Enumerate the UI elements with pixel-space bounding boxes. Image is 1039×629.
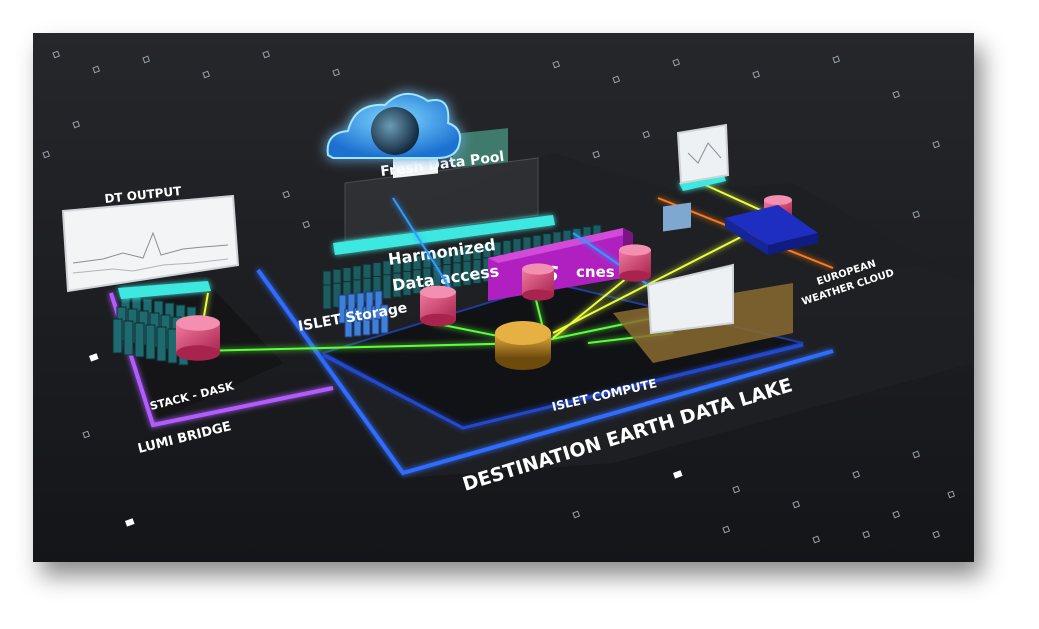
server-rack bbox=[167, 328, 178, 364]
map-thumbnail bbox=[453, 128, 508, 168]
grid-marker bbox=[332, 68, 341, 77]
grid-marker bbox=[82, 430, 91, 439]
pink-node bbox=[176, 315, 220, 361]
islet-storage-drives bbox=[338, 290, 389, 338]
server-rack bbox=[472, 259, 482, 284]
grid-marker bbox=[812, 535, 821, 544]
grid-marker bbox=[92, 65, 101, 74]
grid-marker bbox=[672, 470, 683, 479]
grid-marker bbox=[792, 500, 801, 509]
destination-earth-illustration: DT OUTPUT Fresh Data Pool eS cnes Harmon… bbox=[33, 33, 974, 562]
weather-cloud-node bbox=[676, 123, 818, 255]
pink-node bbox=[420, 285, 456, 327]
grid-marker bbox=[42, 150, 51, 159]
grid-marker bbox=[89, 353, 99, 362]
grid-marker bbox=[282, 190, 291, 199]
server-rack bbox=[123, 320, 134, 356]
server-rack bbox=[156, 326, 167, 362]
grid-marker bbox=[752, 70, 761, 79]
grid-marker bbox=[892, 90, 901, 99]
pink-node bbox=[619, 244, 651, 282]
grid-marker bbox=[124, 518, 135, 527]
server-rack bbox=[145, 324, 156, 360]
server-rack bbox=[462, 260, 472, 286]
grid-marker bbox=[932, 530, 941, 539]
grid-marker bbox=[672, 58, 681, 67]
dt-output-screen bbox=[61, 194, 240, 299]
grid-marker bbox=[912, 450, 921, 459]
grid-marker bbox=[52, 50, 61, 59]
grid-marker bbox=[862, 530, 871, 539]
earth-globe-icon bbox=[371, 107, 419, 155]
storage-drive bbox=[380, 304, 389, 334]
server-rack bbox=[112, 318, 123, 354]
compute-output-screen bbox=[613, 202, 793, 363]
cnes-logo: cnes bbox=[576, 263, 615, 281]
server-rack bbox=[322, 284, 332, 310]
grid-marker bbox=[722, 525, 731, 534]
grid-marker bbox=[642, 130, 651, 139]
grid-marker bbox=[892, 510, 901, 519]
grid-marker bbox=[142, 55, 151, 64]
grid-marker bbox=[852, 470, 861, 479]
grid-marker bbox=[947, 490, 956, 499]
esa-cnes-block bbox=[488, 228, 633, 301]
server-rack bbox=[392, 272, 402, 298]
grid-marker bbox=[912, 210, 921, 219]
grid-markers bbox=[42, 50, 956, 544]
grid-marker bbox=[612, 75, 621, 84]
server-rack bbox=[134, 322, 145, 358]
grid-marker bbox=[302, 220, 311, 229]
grid-marker bbox=[572, 510, 581, 519]
central-compute-hub bbox=[495, 321, 551, 370]
grid-marker bbox=[552, 60, 561, 69]
server-rack bbox=[452, 262, 462, 288]
server-rack bbox=[412, 269, 422, 295]
pink-node bbox=[522, 263, 554, 301]
grid-marker bbox=[72, 120, 81, 129]
grid-marker bbox=[202, 70, 211, 79]
fresh-data-pool-panel bbox=[333, 128, 555, 255]
grid-marker bbox=[592, 150, 601, 159]
server-rack bbox=[402, 270, 412, 296]
grid-marker bbox=[732, 485, 741, 494]
grid-marker bbox=[932, 140, 941, 149]
server-rack bbox=[382, 274, 392, 300]
grid-marker bbox=[832, 55, 841, 64]
grid-marker bbox=[262, 50, 271, 59]
